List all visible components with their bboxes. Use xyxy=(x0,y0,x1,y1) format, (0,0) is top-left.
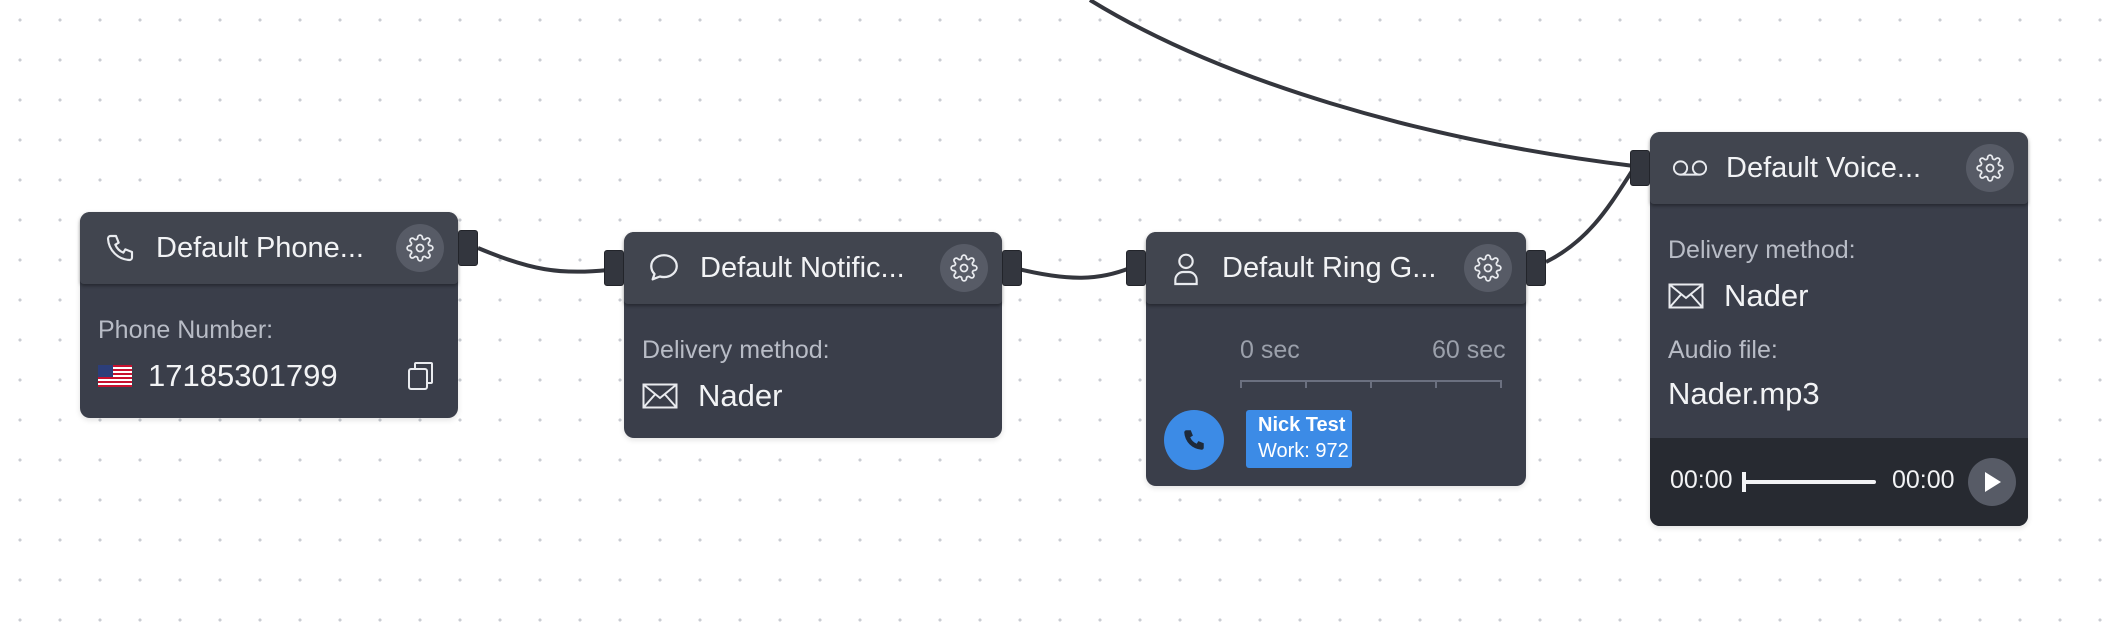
delivery-method-text: Nader xyxy=(1724,278,1809,313)
contact-detail: Work: 972 xyxy=(1258,440,1349,462)
voicemail-node-input-port[interactable] xyxy=(1630,150,1650,186)
voicemail-node-header[interactable]: Default Voice... xyxy=(1630,132,2028,204)
delivery-method-label: Delivery method: xyxy=(642,336,830,364)
timeline-tick xyxy=(1305,380,1307,388)
phone-number-label: Phone Number: xyxy=(98,316,274,344)
chat-bubble-icon xyxy=(646,250,682,286)
notification-node-header[interactable]: Default Notific... xyxy=(604,232,1002,304)
timeline-end-label: 60 sec xyxy=(1432,336,1506,364)
delivery-method-value: Nader xyxy=(1668,278,1808,314)
phone-node-header[interactable]: Default Phone... xyxy=(80,212,458,284)
gear-icon xyxy=(950,254,978,282)
contact-chip[interactable]: Nick Test Work: 972 xyxy=(1246,410,1352,468)
ring-group-node[interactable]: Default Ring G... 0 sec 60 sec Nick Test… xyxy=(1126,232,1546,486)
wire-notification-to-ring-group xyxy=(1013,266,1131,280)
delivery-method-label: Delivery method: xyxy=(1668,236,1856,264)
timeline-tick xyxy=(1240,380,1242,388)
wire-offscreen-to-voicemail xyxy=(1088,0,1635,168)
notification-node-input-port[interactable] xyxy=(604,250,624,286)
timeline-start-label: 0 sec xyxy=(1240,336,1300,364)
gear-icon xyxy=(1976,154,2004,182)
ring-group-node-settings-button[interactable] xyxy=(1464,244,1512,292)
ring-group-node-header[interactable]: Default Ring G... xyxy=(1126,232,1526,304)
call-button[interactable] xyxy=(1164,410,1224,470)
voicemail-node-title: Default Voice... xyxy=(1726,151,1922,184)
phone-node-settings-button[interactable] xyxy=(396,224,444,272)
us-flag-icon xyxy=(98,365,132,387)
phone-node[interactable]: Default Phone... Phone Number: 1718 xyxy=(80,212,478,418)
ring-group-node-input-port[interactable] xyxy=(1126,250,1146,286)
phone-number-value: 17185301799 xyxy=(98,358,338,394)
timeline-tick xyxy=(1435,380,1437,388)
timeline-tick xyxy=(1370,380,1372,388)
voicemail-icon xyxy=(1672,150,1708,186)
notification-node-title: Default Notific... xyxy=(700,251,905,284)
delivery-method-value: Nader xyxy=(642,378,782,414)
audio-total-time: 00:00 xyxy=(1892,466,1955,494)
voicemail-node-settings-button[interactable] xyxy=(1966,144,2014,192)
phone-icon xyxy=(1184,430,1204,450)
audio-file-label: Audio file: xyxy=(1668,336,1778,364)
copy-icon[interactable] xyxy=(406,360,436,392)
audio-file-name: Nader.mp3 xyxy=(1668,376,1820,411)
delivery-method-text: Nader xyxy=(698,378,783,413)
audio-progress-track[interactable] xyxy=(1742,480,1876,484)
play-button[interactable] xyxy=(1968,458,2016,506)
notification-node-settings-button[interactable] xyxy=(940,244,988,292)
phone-number-text: 17185301799 xyxy=(148,358,338,393)
audio-player: 00:00 00:00 xyxy=(1650,438,2028,526)
phone-node-title: Default Phone... xyxy=(156,231,364,264)
contact-name: Nick Test xyxy=(1258,414,1346,436)
notification-node-output-port[interactable] xyxy=(1002,250,1022,286)
ring-group-node-title: Default Ring G... xyxy=(1222,251,1437,284)
envelope-icon xyxy=(642,383,678,409)
notification-node[interactable]: Default Notific... Delivery method: Nade… xyxy=(604,232,1022,438)
gear-icon xyxy=(1474,254,1502,282)
voicemail-node[interactable]: Default Voice... Delivery method: Nader … xyxy=(1630,132,2028,526)
envelope-icon xyxy=(1668,283,1704,309)
play-icon xyxy=(1985,472,2001,492)
audio-current-time: 00:00 xyxy=(1670,466,1733,494)
wire-ring-group-to-voicemail xyxy=(1545,166,1636,264)
user-icon xyxy=(1168,250,1204,286)
phone-icon xyxy=(102,230,138,266)
ring-group-node-output-port[interactable] xyxy=(1526,250,1546,286)
timeline-tick xyxy=(1500,380,1502,388)
wire-phone-to-notification xyxy=(477,246,609,274)
gear-icon xyxy=(406,234,434,262)
phone-node-output-port[interactable] xyxy=(458,230,478,266)
